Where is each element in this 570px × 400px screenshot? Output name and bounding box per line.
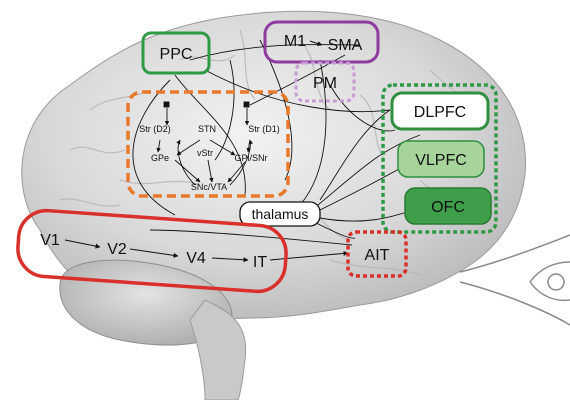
ait-label: AIT [365, 247, 390, 264]
ofc-label: OFC [431, 199, 465, 216]
pfc-group-box [381, 83, 498, 234]
str-d2-label: Str (D2) [139, 124, 171, 134]
v4-label: V4 [186, 250, 206, 267]
ventral-stream-arrows [64, 239, 349, 263]
v1-label: V1 [40, 232, 60, 249]
it-label: IT [253, 254, 267, 271]
snc-vta-label: SNc/VTA [191, 182, 227, 192]
thalamus-box [239, 201, 321, 227]
vlpfc-label: VLPFC [415, 152, 467, 169]
ventral-stream-box [16, 208, 288, 294]
ait-box [346, 230, 408, 278]
pm-label: PM [313, 75, 337, 92]
sma-label: SMA [328, 37, 363, 54]
brainstem-shape [189, 299, 247, 400]
str-d1-label: Str (D1) [248, 124, 280, 134]
m1-label: M1 [284, 33, 306, 50]
vlpfc-box [397, 140, 485, 178]
v2-label: V2 [107, 241, 127, 258]
eye-schematic [459, 234, 570, 326]
thalamus-label: thalamus [252, 206, 309, 222]
vstr-label: vStr [197, 148, 213, 158]
stn-label: STN [198, 124, 216, 134]
gpe-label: GPe [151, 153, 169, 163]
gpi-snr-label: GPi/SNr [234, 153, 267, 163]
basal-ganglia-arrows [156, 101, 253, 186]
ppc-label: PPC [160, 46, 193, 63]
pm-box [294, 61, 356, 103]
dlpfc-label: DLPFC [414, 104, 466, 121]
ofc-box [404, 187, 492, 225]
ppc-box [141, 31, 211, 75]
dlpfc-box [390, 91, 490, 131]
